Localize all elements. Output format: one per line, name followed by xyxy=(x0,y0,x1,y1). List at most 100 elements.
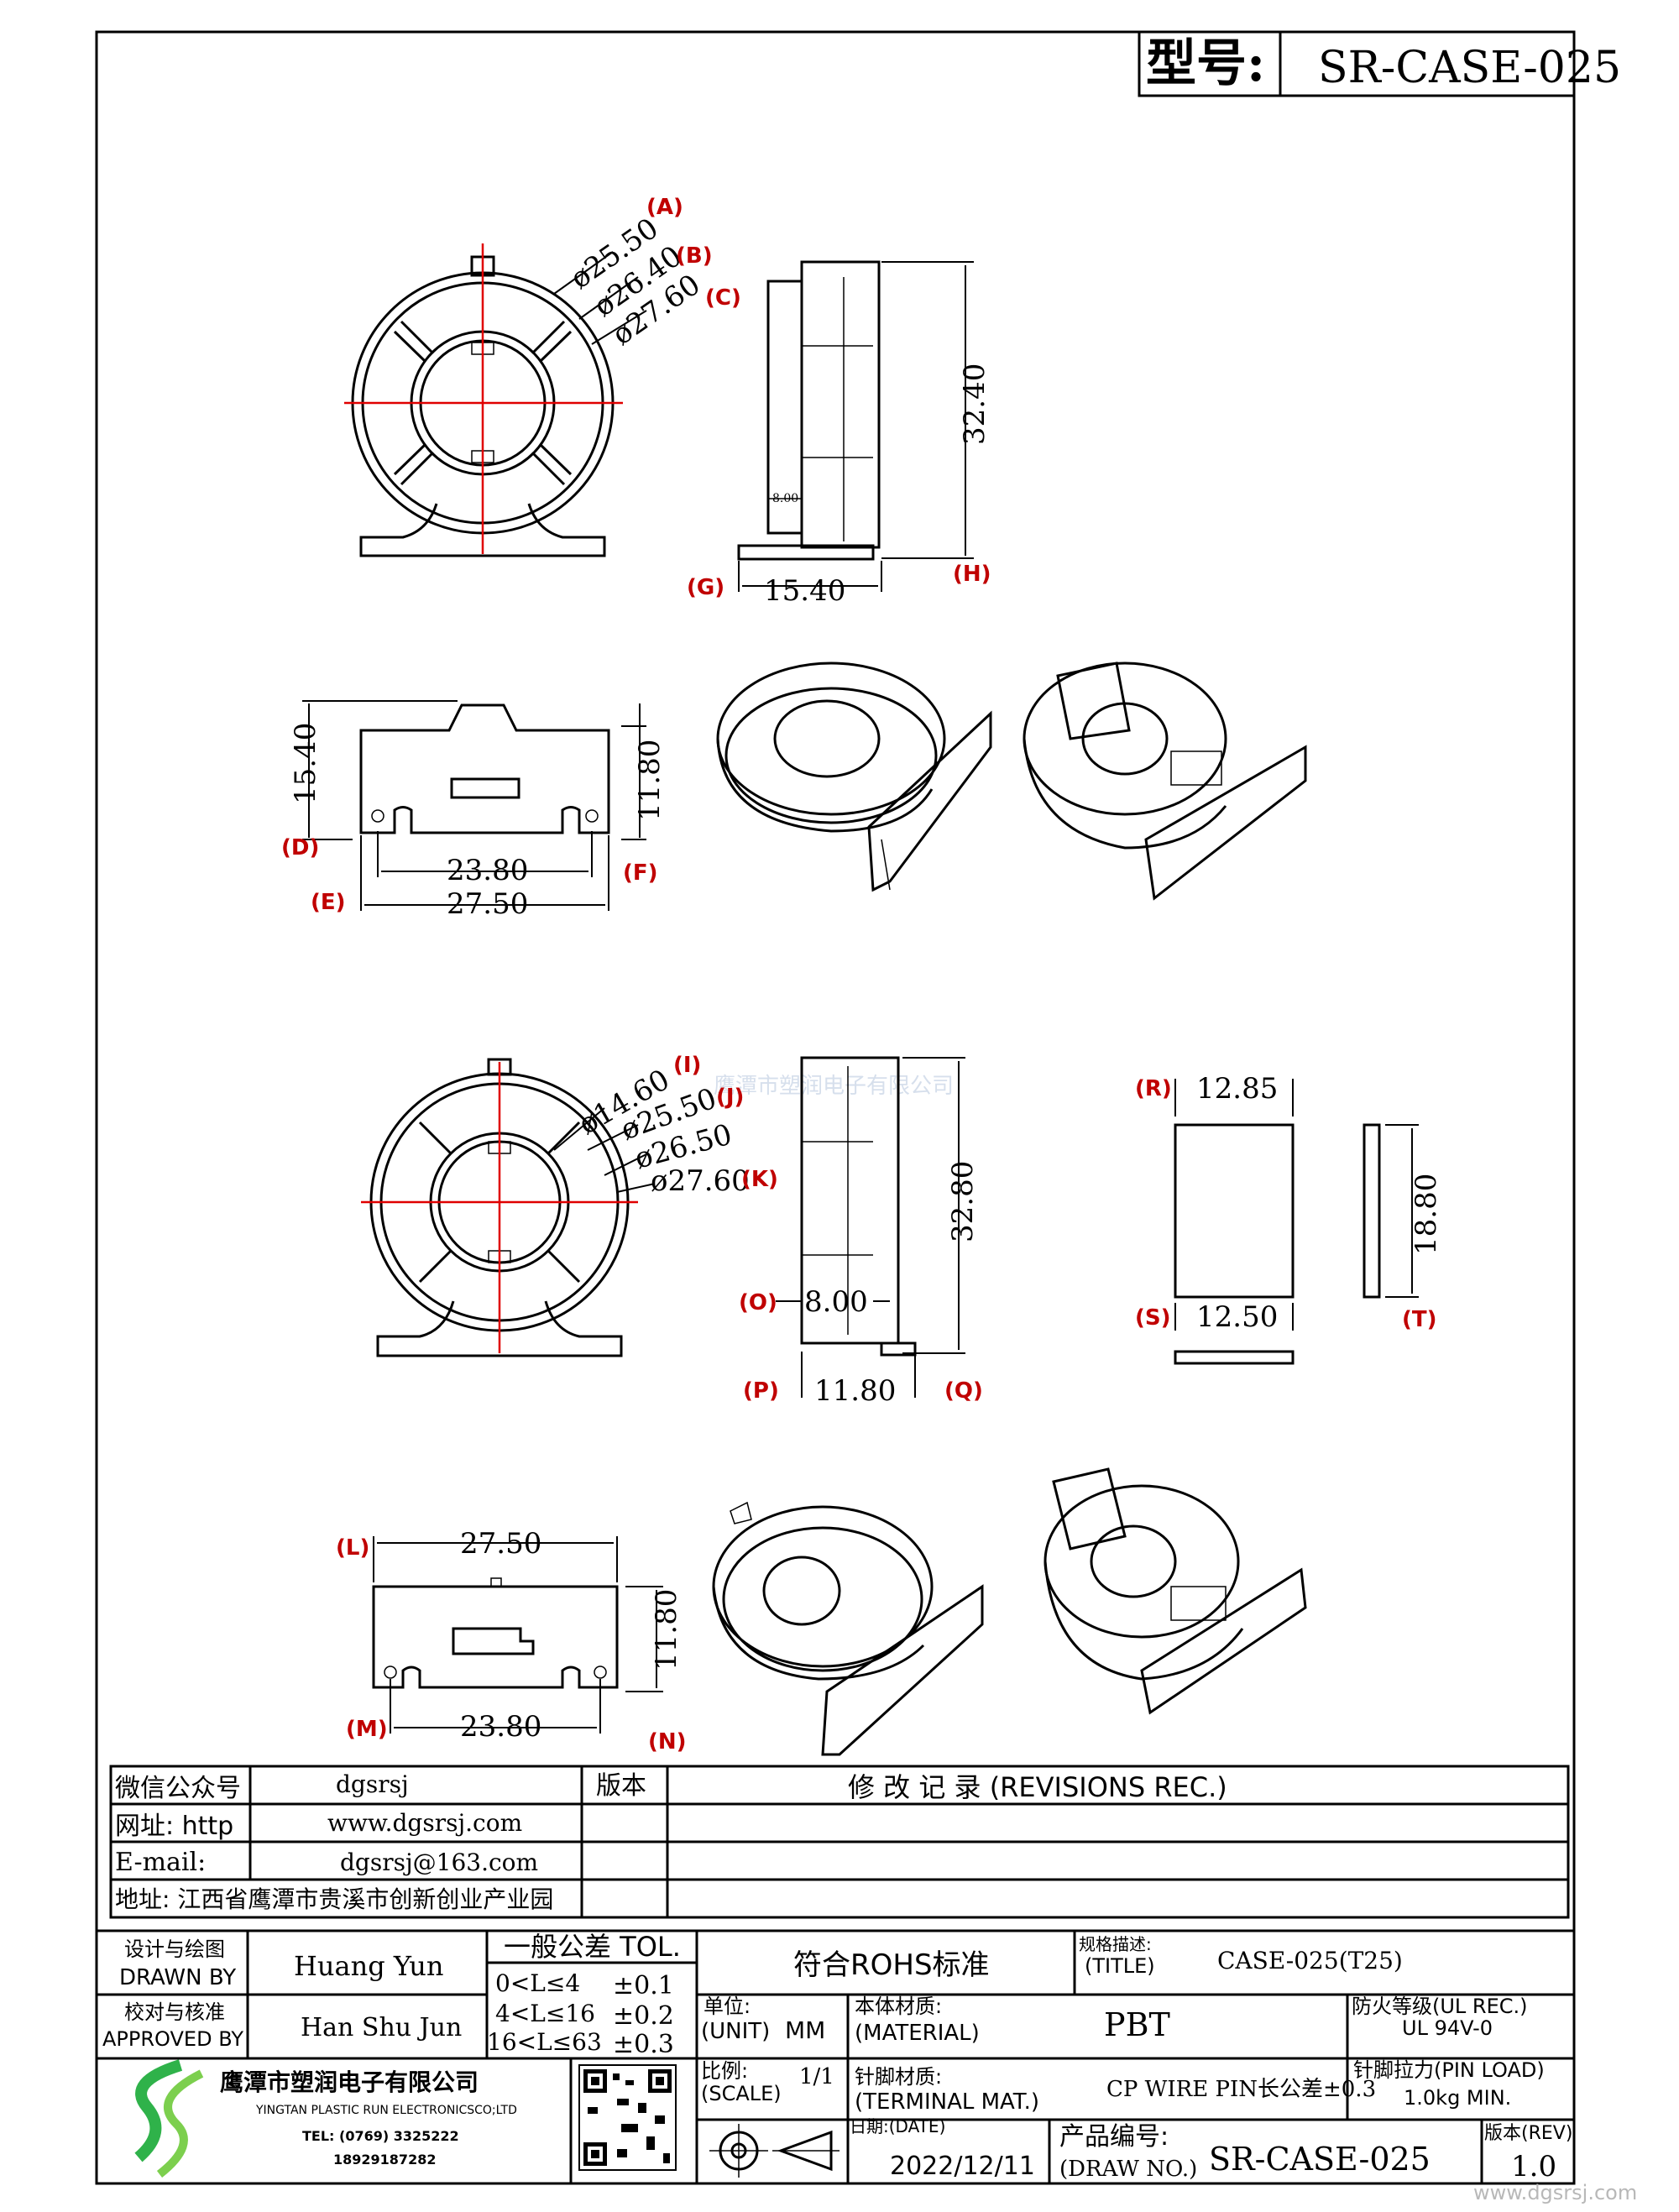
dim-top-front-height: 15.40 xyxy=(289,723,322,804)
company-name-cn: 鹰潭市塑润电子有限公司 xyxy=(220,2068,479,2096)
marker-o: (O) xyxy=(739,1290,777,1315)
revision-version-label: 版本 xyxy=(596,1771,646,1801)
dim-bottom-r-bottom: 12.50 xyxy=(1196,1300,1278,1334)
marker-p: (P) xyxy=(743,1378,779,1404)
company-name-en: YINGTAN PLASTIC RUN ELECTRONICSCO;LTD xyxy=(255,2104,517,2117)
dim-bottom-r-height: 18.80 xyxy=(1410,1174,1443,1255)
dim-bottom-front-width: 27.50 xyxy=(460,1527,541,1561)
material-label-en: (MATERIAL) xyxy=(855,2021,980,2046)
ring-view-top xyxy=(344,243,647,557)
marker-i: (I) xyxy=(673,1053,701,1078)
title-label-cn: 规格描述: xyxy=(1079,1934,1152,1954)
dim-bottom-d3: ø27.60 xyxy=(651,1164,750,1198)
marker-q: (Q) xyxy=(944,1378,983,1404)
ul-value: UL 94V-0 xyxy=(1402,2016,1493,2040)
marker-f: (F) xyxy=(623,860,658,886)
marker-a: (A) xyxy=(646,195,683,220)
dim-bottom-height: 32.80 xyxy=(946,1161,980,1242)
approved-label-en: APPROVED BY xyxy=(102,2027,243,2051)
wechat-label: 微信公众号 xyxy=(115,1774,241,1803)
marker-j: (J) xyxy=(716,1085,744,1110)
footer-watermark: www.dgsrsj.com xyxy=(1473,2181,1637,2204)
title-value: CASE-025(T25) xyxy=(1217,1947,1403,1974)
marker-e: (E) xyxy=(311,890,346,915)
projection-symbol xyxy=(709,2124,840,2178)
dim-bottom-front-pin: 11.80 xyxy=(650,1589,683,1671)
revision-table xyxy=(109,1765,1570,1919)
scale-label-cn: 比例: xyxy=(701,2059,748,2083)
approved-by: Han Shu Jun xyxy=(301,2013,462,2042)
drawn-by: Huang Yun xyxy=(294,1950,443,1982)
date-value: 2022/12/11 xyxy=(890,2152,1035,2181)
tol-value-3: ±0.3 xyxy=(613,2030,674,2059)
dim-bottom-inner: 8.00 xyxy=(804,1285,868,1319)
dim-bottom-r-top: 12.85 xyxy=(1196,1072,1278,1106)
marker-g: (G) xyxy=(687,575,724,600)
tol-value-1: ±0.1 xyxy=(613,1971,674,2000)
model-header: 型号: SR-CASE-025 xyxy=(1138,30,1621,97)
tol-range-1: 0<L≤4 xyxy=(495,1969,580,1997)
unit-value: MM xyxy=(785,2016,825,2044)
wechat-value: dgsrsj xyxy=(336,1770,409,1798)
drawno-label-en: (DRAW NO.) xyxy=(1059,2157,1197,2182)
model-value: SR-CASE-025 xyxy=(1318,43,1621,93)
rev-value: 1.0 xyxy=(1511,2150,1556,2183)
company-logo xyxy=(134,2059,204,2178)
drawn-label-en: DRAWN BY xyxy=(119,1965,236,1990)
approved-label-cn: 校对与核准 xyxy=(124,2000,225,2024)
tol-range-3: 16<L≤63 xyxy=(487,2028,602,2056)
marker-n: (N) xyxy=(648,1729,687,1754)
drawn-label-cn: 设计与绘图 xyxy=(124,1937,225,1961)
iso-view-top-right xyxy=(1023,662,1307,901)
marker-s: (S) xyxy=(1135,1305,1171,1331)
marker-l: (L) xyxy=(336,1535,369,1561)
iso-view-top-left xyxy=(716,662,992,892)
drawing-frame xyxy=(95,30,1576,2185)
material-value: PBT xyxy=(1104,2006,1170,2043)
cover-plate-view xyxy=(1174,1079,1419,1365)
watermark: 鹰潭市塑润电子有限公司 xyxy=(714,1074,954,1099)
email-label: E-mail: xyxy=(115,1848,206,1877)
title-block xyxy=(95,1929,1576,2185)
email-value: dgsrsj@163.com xyxy=(340,1849,538,1876)
tol-range-2: 4<L≤16 xyxy=(495,2000,595,2027)
company-mobile: 18929187282 xyxy=(333,2152,436,2168)
address: 地址: 江西省鹰潭市贵溪市创新创业产业园 xyxy=(115,1885,553,1913)
drawno-value: SR-CASE-025 xyxy=(1209,2141,1431,2178)
qr-code xyxy=(578,2064,677,2171)
markers: (A) (B) (C) (D) (E) (F) (G) (H) (I) (J) … xyxy=(281,195,1437,1754)
model-label: 型号: xyxy=(1146,34,1265,93)
dim-top-side-inner: 8.00 xyxy=(772,492,798,505)
scale-label-en: (SCALE) xyxy=(701,2082,782,2105)
marker-r: (R) xyxy=(1135,1076,1172,1101)
marker-m: (M) xyxy=(346,1717,388,1742)
tol-title: 一般公差 TOL. xyxy=(504,1931,681,1963)
company-tel: TEL: (0769) 3325222 xyxy=(302,2128,459,2144)
web-value: www.dgsrsj.com xyxy=(327,1809,522,1837)
web-label: 网址: http xyxy=(115,1812,233,1841)
dim-top-height: 32.40 xyxy=(958,363,991,445)
dim-top-side-width: 15.40 xyxy=(764,574,845,608)
unit-label-cn: 单位: xyxy=(704,1995,751,2018)
revision-title: 修 改 记 录 (REVISIONS REC.) xyxy=(848,1771,1227,1803)
unit-label-en: (UNIT) xyxy=(701,2019,770,2044)
dim-top-front-width: 27.50 xyxy=(447,887,528,921)
dim-bottom-width: 11.80 xyxy=(814,1374,896,1408)
iso-view-bottom-left xyxy=(712,1501,984,1756)
front-view-bottom xyxy=(372,1536,663,1734)
front-view-top xyxy=(302,700,646,911)
marker-h: (H) xyxy=(953,562,991,587)
ul-label: 防火等级(UL REC.) xyxy=(1352,1995,1528,2018)
pinload-label: 针脚拉力(PIN LOAD) xyxy=(1353,2058,1545,2082)
dim-bottom-front-pitch: 23.80 xyxy=(460,1710,541,1744)
side-view-bottom xyxy=(776,1056,965,1398)
marker-c: (C) xyxy=(705,285,741,311)
terminal-value: CP WIRE PIN长公差±0.3 xyxy=(1106,2077,1376,2102)
marker-d: (D) xyxy=(281,835,319,860)
scale-value: 1/1 xyxy=(799,2064,834,2089)
material-label-cn: 本体材质: xyxy=(855,1995,942,2018)
title-label-en: (TITLE) xyxy=(1085,1954,1155,1978)
rev-label: 版本(REV) xyxy=(1484,2123,1572,2144)
tol-value-2: ±0.2 xyxy=(613,2001,674,2031)
